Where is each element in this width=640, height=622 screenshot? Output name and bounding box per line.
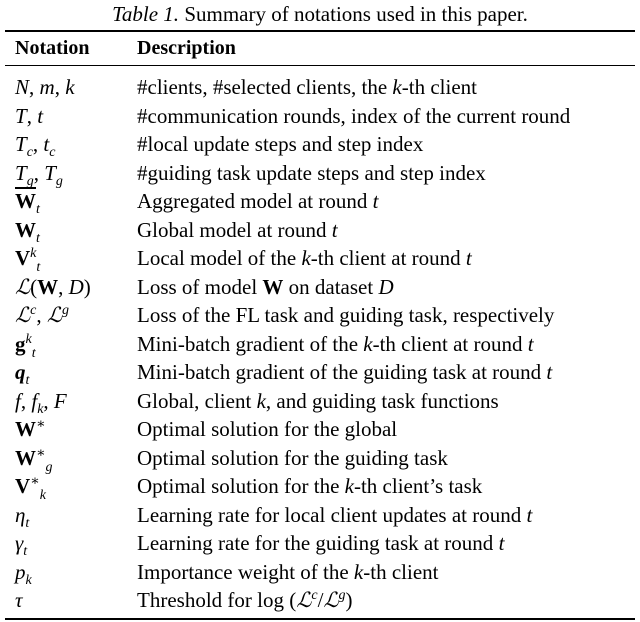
description-cell: #communication rounds, index of the curr…	[137, 103, 571, 128]
notation-cell: Wt	[15, 217, 40, 246]
description-cell: Learning rate for the guiding task at ro…	[137, 531, 505, 555]
table-row: Vkt Local model of the k-th client at rou…	[0, 244, 640, 275]
table-row: f, fk, F Global, client k, and guiding ta…	[0, 387, 640, 417]
description-cell: #local update steps and step index	[137, 132, 424, 156]
caption-text: Summary of notations used in this paper.	[184, 2, 528, 26]
notation-cell: ℒc, ℒg	[15, 303, 69, 327]
table-row: W∗g Optimal solution for the guiding task	[0, 444, 640, 475]
header-notation: Notation	[15, 37, 90, 59]
top-rule	[5, 30, 635, 32]
description-cell: Optimal solution for the k-th client’s t…	[137, 474, 483, 498]
bottom-rule	[5, 618, 635, 620]
description-cell: Mini-batch gradient of the k-th client a…	[137, 331, 534, 356]
table-row: ℒ(W, D) Loss of model W on dataset D	[0, 273, 640, 302]
notation-cell: ηt	[15, 502, 30, 531]
table-row: Wt Global model at round t	[0, 216, 640, 246]
table-row: N, m, k #clients, #selected clients, the …	[0, 73, 640, 102]
notation-cell: qt	[15, 360, 30, 389]
description-cell: #clients, #selected clients, the k-th cl…	[137, 75, 477, 99]
notation-cell: Vkt	[15, 246, 41, 275]
header-description: Description	[137, 37, 236, 59]
description-cell: Loss of model W on dataset D	[137, 274, 394, 299]
table-row: ℒc, ℒg Loss of the FL task and guiding ta…	[0, 301, 640, 330]
description-cell: Optimal solution for the global	[137, 417, 398, 441]
description-cell: #guiding task update steps and step inde…	[137, 160, 486, 185]
notation-cell: V∗k	[15, 474, 46, 503]
table-row: Tg, Tg #guiding task update steps and ste…	[0, 159, 640, 189]
notation-cell: Wt	[15, 189, 40, 218]
notation-cell: W∗g	[15, 445, 53, 475]
table-row: V∗k Optimal solution for the k-th client’…	[0, 472, 640, 503]
table-row: T, t #communication rounds, index of the …	[0, 102, 640, 131]
description-cell: Aggregated model at round t	[137, 189, 379, 213]
table-row: τ Threshold for log (ℒc/ℒg)	[0, 586, 640, 615]
caption-label: Table 1.	[112, 2, 180, 26]
notation-cell: Tc, tc	[15, 132, 56, 161]
notation-cell: pk	[15, 559, 32, 588]
table-row: qt Mini-batch gradient of the guiding tas…	[0, 358, 640, 389]
notation-cell: gkt	[15, 331, 36, 361]
notation-cell: W∗	[15, 417, 46, 441]
table-row: gkt Mini-batch gradient of the k-th clien…	[0, 330, 640, 361]
table-row: Wt Aggregated model at round t	[0, 187, 640, 218]
table-caption: Table 1. Summary of notations used in th…	[0, 2, 640, 26]
description-cell: Global model at round t	[137, 217, 338, 242]
description-cell: Mini-batch gradient of the guiding task …	[137, 360, 553, 384]
table-row: pk Importance weight of the k-th client	[0, 558, 640, 588]
notation-cell: γt	[15, 531, 28, 560]
notation-cell: N, m, k	[15, 75, 75, 99]
notation-cell: Tg, Tg	[15, 160, 63, 189]
description-cell: Global, client k, and guiding task funct…	[137, 388, 499, 413]
description-cell: Importance weight of the k-th client	[137, 559, 439, 584]
description-cell: Local model of the k-th client at round …	[137, 246, 472, 270]
description-cell: Learning rate for local client updates a…	[137, 502, 533, 527]
notation-cell: f, fk, F	[15, 388, 67, 417]
description-cell: Loss of the FL task and guiding task, re…	[137, 303, 555, 327]
table-row: γt Learning rate for the guiding task at …	[0, 529, 640, 560]
description-cell: Optimal solution for the guiding task	[137, 445, 448, 470]
notation-cell: ℒ(W, D)	[15, 274, 91, 299]
table-row: W∗ Optimal solution for the global	[0, 415, 640, 444]
table-row: ηt Learning rate for local client updates…	[0, 501, 640, 531]
table-row: Tc, tc #local update steps and step index	[0, 130, 640, 161]
notation-cell: τ	[15, 588, 23, 612]
notation-cell: T, t	[15, 103, 44, 128]
description-cell: Threshold for log (ℒc/ℒg)	[137, 588, 353, 612]
header-rule	[5, 65, 635, 66]
